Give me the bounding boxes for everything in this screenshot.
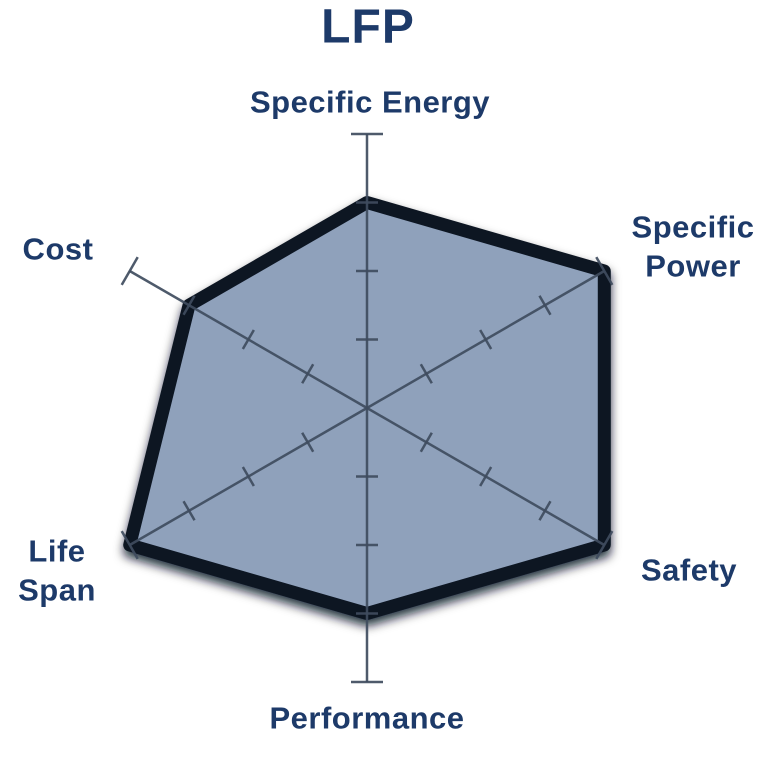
axis-end-cap [595, 256, 614, 286]
axis-tick [479, 466, 493, 487]
axis-tick [182, 500, 196, 521]
axis-label-specific-power: Specific Power [631, 209, 755, 283]
axis-tick [419, 363, 433, 384]
chart-title: LFP [321, 0, 415, 54]
axis-label-safety: Safety [640, 552, 738, 588]
axis-label-life-span: Life Span [18, 533, 96, 607]
axis-tick [301, 363, 315, 384]
axis-tick [479, 329, 493, 350]
axis-tick [301, 432, 315, 453]
axis-end-cap [120, 530, 139, 560]
axis-tick [241, 466, 255, 487]
axis-tick [538, 295, 552, 316]
axis-tick [538, 500, 552, 521]
axis-end-cap [595, 530, 614, 560]
axis-label-specific-energy: Specific Energy [249, 84, 491, 120]
axis-end-cap [120, 256, 139, 286]
radar-axes [120, 132, 614, 684]
axis-label-performance: Performance [269, 700, 465, 736]
axis-label-cost: Cost [22, 231, 94, 267]
axis-tick [241, 329, 255, 350]
axis-tick [182, 295, 196, 316]
axis-tick [419, 432, 433, 453]
